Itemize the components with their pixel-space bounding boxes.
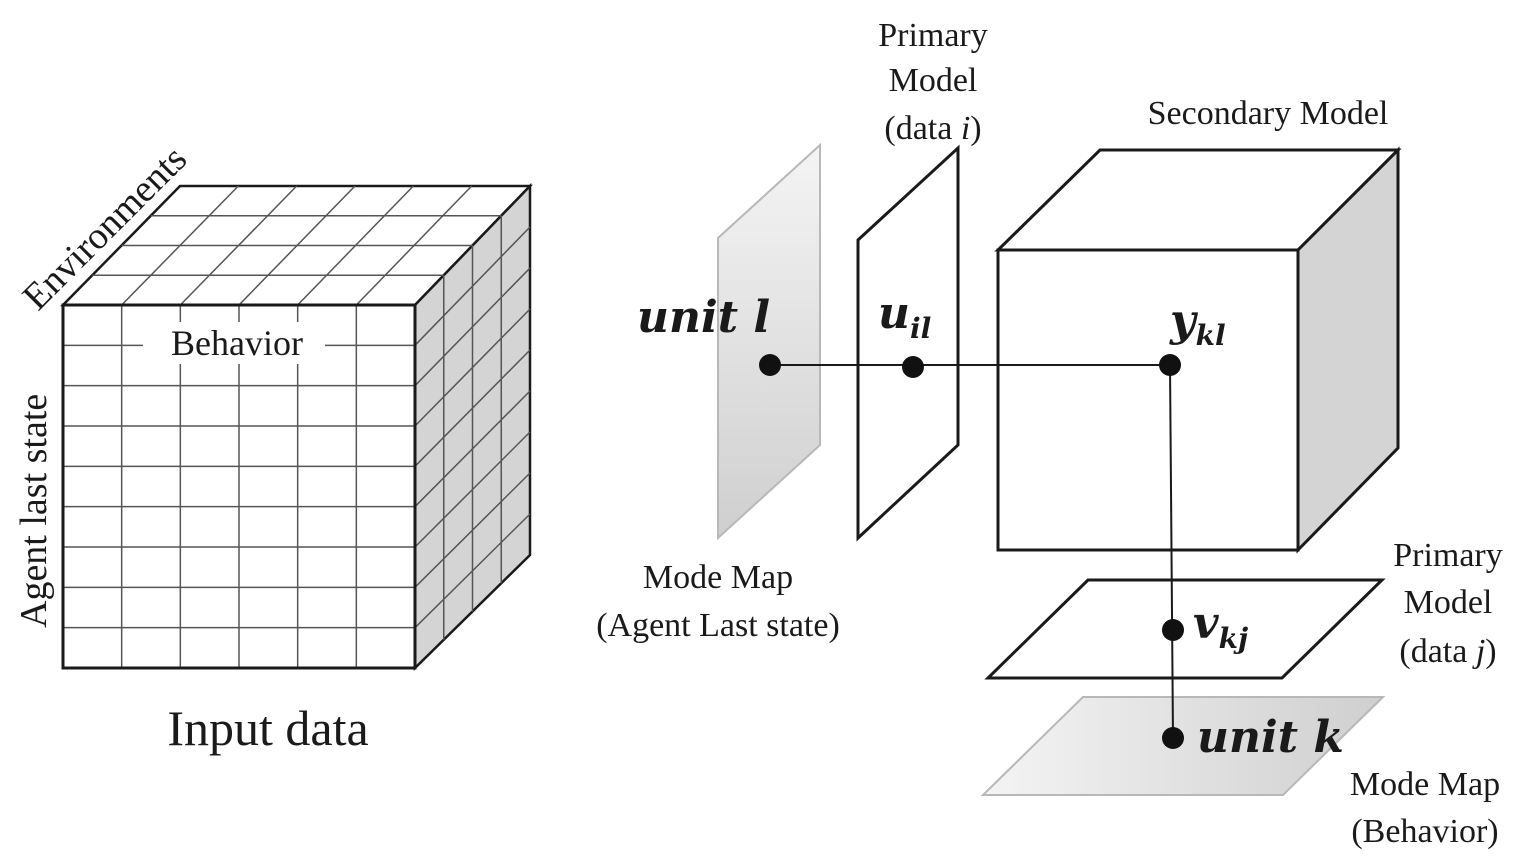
mode-map-agent-title: Mode Map <box>643 559 793 596</box>
unit-k-label: unit k <box>1197 712 1344 763</box>
y-kl-node <box>1159 354 1181 376</box>
primary-model-i-line2: Model <box>889 62 978 99</box>
behavior-label-bg <box>143 322 325 364</box>
unit-l-label: unit l <box>637 292 770 343</box>
v-kj-label: vkj <box>1193 598 1248 655</box>
primary-model-j-plane <box>984 578 1386 680</box>
input-data-cube: Behavior Environments Agent last state I… <box>13 138 533 756</box>
secondary-model-label: Secondary Model <box>1148 95 1389 132</box>
mode-map-agent-plane <box>717 142 821 541</box>
secondary-model-cube <box>994 146 1402 554</box>
primary-model-i-line3: (data i) <box>884 110 981 147</box>
mode-map-behavior-subtitle: (Behavior) <box>1351 813 1498 850</box>
unit-k-node <box>1162 727 1184 749</box>
secondary-front-face <box>996 248 1300 552</box>
primary-model-j-line3: (data j) <box>1399 633 1496 670</box>
agent-last-state-label: Agent last state <box>13 394 55 628</box>
primary-model-i-plane <box>856 144 960 542</box>
behavior-label: Behavior <box>171 323 303 363</box>
input-data-caption: Input data <box>167 700 368 756</box>
y-kl-label: ykl <box>1169 295 1226 352</box>
mode-map-behavior-plane <box>980 696 1386 796</box>
primary-model-i-line1: Primary <box>878 17 988 54</box>
primary-model-j-line2: Model <box>1404 584 1493 621</box>
v-kj-node <box>1162 619 1184 641</box>
cube-grid <box>63 185 531 668</box>
primary-model-j-line1: Primary <box>1393 537 1503 574</box>
unit-l-node <box>759 354 781 376</box>
u-il-node <box>902 356 924 378</box>
u-il-label: uil <box>878 288 931 345</box>
mode-map-behavior-title: Mode Map <box>1350 766 1500 803</box>
mode-map-agent-subtitle: (Agent Last state) <box>596 607 840 644</box>
cube-front-face <box>61 303 417 670</box>
vertical-connector <box>1169 364 1174 739</box>
